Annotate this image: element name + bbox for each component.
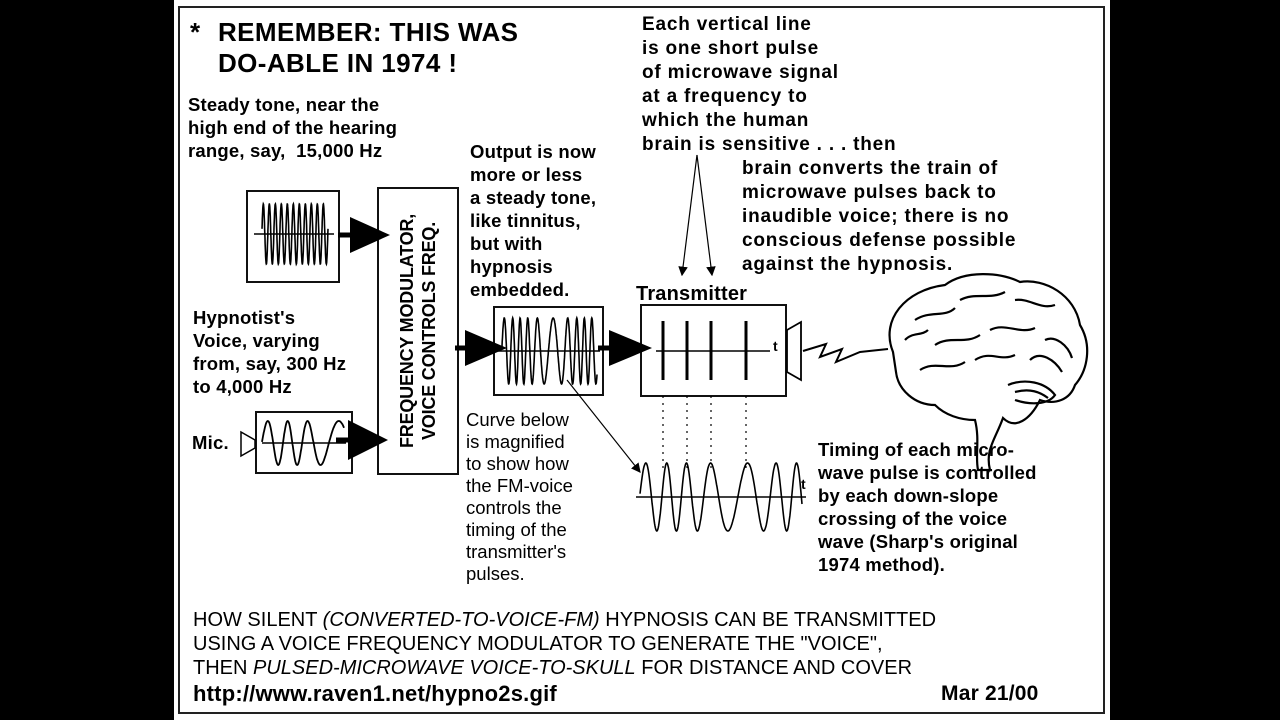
curve-label-line: pulses. — [466, 563, 525, 584]
heading-line-2: DO-ABLE IN 1974 ! — [218, 48, 458, 78]
frequency-modulator-box: FREQUENCY MODULATOR, VOICE CONTROLS FREQ… — [377, 187, 459, 475]
voice-label-line: Hypnotist's — [193, 307, 296, 328]
output-label-line: more or less — [470, 164, 583, 185]
tone-waveform — [261, 201, 329, 267]
brain-icon — [888, 273, 1089, 472]
arrow-output-to-transmitter — [598, 330, 652, 366]
voice-label-line: to 4,000 Hz — [193, 376, 292, 397]
output-label-line: but with — [470, 233, 543, 254]
fm-output-waveform — [501, 315, 598, 387]
caption-line-1: HOW SILENT (CONVERTED-TO-VOICE-FM) HYPNO… — [193, 608, 936, 632]
caption-italic-text: (CONVERTED-TO-VOICE-FM) — [322, 609, 600, 631]
pulse-label-line: Each vertical line — [642, 14, 812, 35]
curve-axis-label: t — [801, 476, 806, 492]
output-label-line: hypnosis — [470, 256, 553, 277]
brain-label-line: against the hypnosis. — [742, 254, 954, 275]
caption-italic-text: PULSED-MICROWAVE VOICE-TO-SKULL — [253, 657, 636, 679]
curve-label-line: is magnified — [466, 431, 565, 452]
brain-label-line: inaudible voice; there is no — [742, 206, 1010, 227]
curve-label-line: Curve below — [466, 409, 569, 430]
pulse-projection-lines — [662, 396, 747, 470]
heading-line-1: REMEMBER: THIS WAS — [218, 17, 519, 47]
arrow-voice-to-modulator — [336, 420, 388, 460]
arrow-modulator-to-output — [455, 330, 507, 366]
pulse-label-line: brain is sensitive . . . then — [642, 134, 897, 155]
microphone-icon — [240, 430, 256, 458]
pulse-label-line: is one short pulse — [642, 38, 819, 59]
output-label-line: like tinnitus, — [470, 210, 581, 231]
caption-text: HOW SILENT — [193, 609, 323, 631]
curve-label-line: timing of the — [466, 519, 567, 540]
caption-text: THEN — [193, 657, 253, 679]
tone-label-line: high end of the hearing — [188, 117, 398, 138]
curve-label-line: to show how — [466, 453, 569, 474]
mic-label: Mic. — [192, 432, 229, 453]
caption-line-2: USING A VOICE FREQUENCY MODULATOR TO GEN… — [193, 633, 883, 655]
pulse-train — [661, 321, 748, 380]
caption-text: HYPNOSIS CAN BE TRANSMITTED — [599, 609, 937, 631]
voice-waveform — [261, 420, 345, 466]
output-label-line: a steady tone, — [470, 187, 597, 208]
caption-line-3: THEN PULSED-MICROWAVE VOICE-TO-SKULL FOR… — [193, 656, 912, 680]
brain-label-line: brain converts the train of — [742, 158, 998, 179]
diagram-frame — [178, 6, 1105, 714]
pointer-line — [678, 154, 698, 277]
magnify-pointer-line — [566, 379, 641, 473]
transmitter-axis-label: t — [773, 338, 778, 354]
voice-label-line: from, say, 300 Hz — [193, 353, 347, 374]
pulse-label-line: of microwave signal — [642, 62, 839, 83]
timing-label-line: wave pulse is controlled — [818, 462, 1037, 483]
timing-label-line: 1974 method). — [818, 554, 945, 575]
timing-label-line: Timing of each micro- — [818, 439, 1015, 460]
pulse-label-line: at a frequency to — [642, 86, 808, 107]
output-label-line: Output is now — [470, 141, 596, 162]
voice-label-line: Voice, varying — [193, 330, 320, 351]
tone-label-line: range, say, 15,000 Hz — [188, 140, 383, 161]
pointer-line — [696, 154, 716, 277]
curve-label-line: transmitter's — [466, 541, 567, 562]
timing-label-line: crossing of the voice — [818, 508, 1008, 529]
curve-label-line: controls the — [466, 497, 562, 518]
transmission-zigzag — [802, 342, 889, 364]
magnified-fm-curve — [639, 462, 803, 532]
transmitter-label: Transmitter — [636, 283, 748, 305]
output-label-line: embedded. — [470, 279, 570, 300]
brain-label-line: microwave pulses back to — [742, 182, 997, 203]
timing-label-line: by each down-slope — [818, 485, 999, 506]
timing-label-line: wave (Sharp's original — [818, 531, 1019, 552]
brain-label-line: conscious defense possible — [742, 230, 1017, 251]
source-url: http://www.raven1.net/hypno2s.gif — [193, 681, 557, 706]
diagram-date: Mar 21/00 — [941, 682, 1039, 705]
antenna-horn-icon — [786, 320, 802, 382]
heading-star: * — [190, 17, 201, 47]
caption-text: FOR DISTANCE AND COVER — [635, 657, 913, 679]
tone-label-line: Steady tone, near the — [188, 94, 380, 115]
curve-label-line: the FM-voice — [466, 475, 573, 496]
pulse-label-line: which the human — [642, 110, 810, 131]
arrow-tone-to-modulator — [338, 217, 390, 253]
